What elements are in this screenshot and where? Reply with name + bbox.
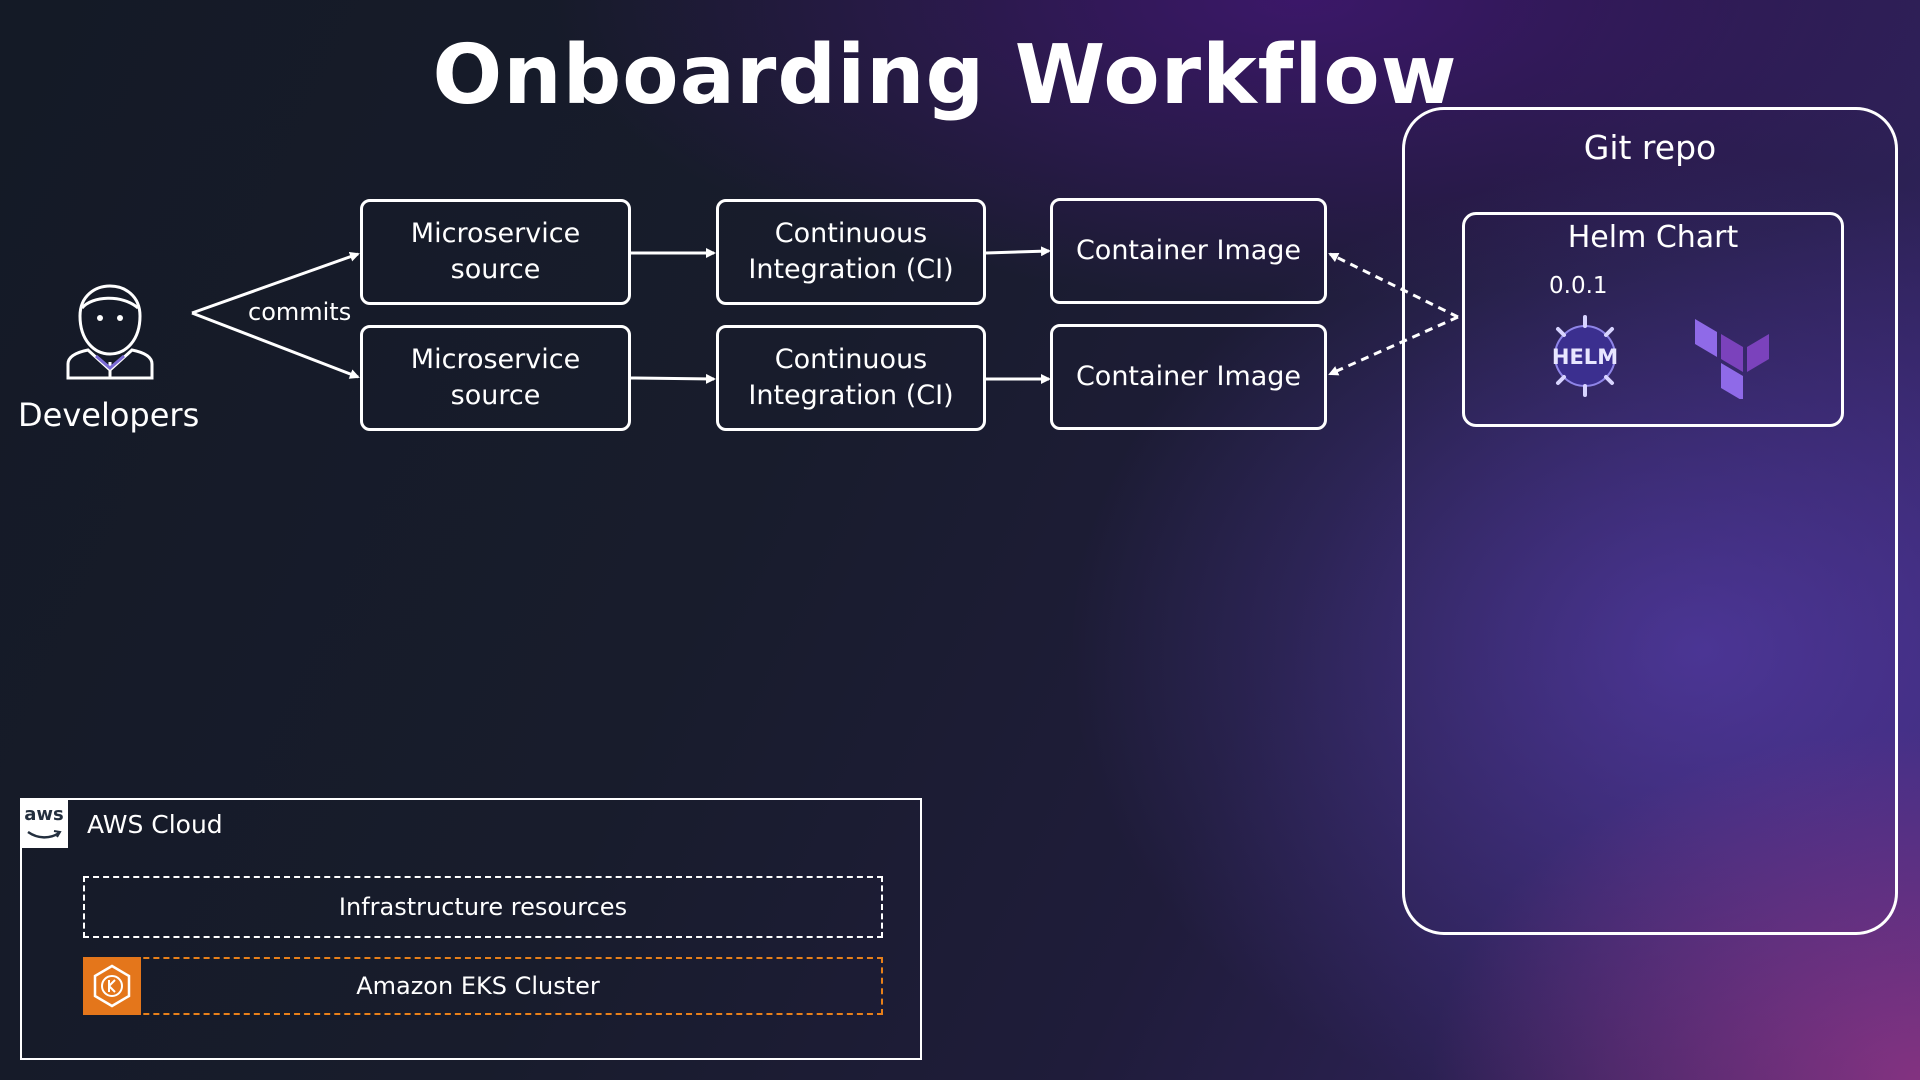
terraform-icon: [1695, 319, 1769, 399]
helm-chart-box: Helm Chart 0.0.1 HELM: [1462, 212, 1844, 427]
page-title: Onboarding Workflow: [432, 28, 1458, 123]
continuous-integration-1: Continuous Integration (CI): [716, 199, 986, 305]
eks-icon: [83, 957, 141, 1015]
aws-cloud-frame: aws AWS Cloud Infrastructure resources A…: [20, 798, 922, 1060]
microservice-source-1-line2: source: [450, 254, 541, 285]
infrastructure-resources-group: Infrastructure resources: [83, 876, 883, 938]
microservice-source-1: Microservice source: [360, 199, 631, 305]
infrastructure-resources-label: Infrastructure resources: [338, 893, 628, 921]
eks-cluster-group: Amazon EKS Cluster: [83, 957, 883, 1015]
container-image-1-label: Container Image: [1075, 235, 1302, 266]
commits-edge-lower: [191, 311, 360, 379]
microservice-source-1-line1: Microservice: [410, 218, 581, 249]
microservice-source-2-line1: Microservice: [410, 344, 581, 375]
helm-ref-arrow-1: [1328, 252, 1459, 319]
helm-chart-version: 0.0.1: [1549, 273, 1608, 299]
commits-label: commits: [248, 298, 352, 326]
continuous-integration-2: Continuous Integration (CI): [716, 325, 986, 431]
container-image-2-label: Container Image: [1075, 361, 1302, 392]
continuous-integration-2-line2: Integration (CI): [748, 380, 954, 411]
eks-cluster-label: Amazon EKS Cluster: [356, 972, 600, 1000]
helm-icon: HELM: [1552, 315, 1618, 397]
helm-logo-text: HELM: [1552, 345, 1618, 369]
helm-ref-arrow-2: [1328, 315, 1459, 376]
aws-logo-text: aws: [24, 804, 64, 825]
developers-label: Developers: [18, 396, 200, 434]
microservice-source-2-line2: source: [450, 380, 541, 411]
git-repo-container: Git repo Helm Chart 0.0.1 HELM: [1402, 107, 1898, 935]
container-image-2: Container Image: [1050, 324, 1327, 430]
aws-smile-icon: [27, 830, 62, 839]
aws-cloud-title: AWS Cloud: [87, 810, 223, 839]
helm-chart-title: Helm Chart: [1567, 220, 1739, 255]
aws-logo-icon: aws: [20, 798, 68, 848]
developer-icon: [66, 284, 154, 380]
continuous-integration-2-line1: Continuous: [774, 344, 928, 375]
continuous-integration-1-line1: Continuous: [774, 218, 928, 249]
continuous-integration-1-line2: Integration (CI): [748, 254, 954, 285]
source-to-ci-arrow-2: [630, 373, 716, 384]
ci-to-image-arrow-1: [985, 246, 1051, 257]
container-image-1: Container Image: [1050, 198, 1327, 304]
eks-hexagon-icon: [93, 964, 131, 1008]
microservice-source-2: Microservice source: [360, 325, 631, 431]
commits-edge-upper: [191, 251, 360, 315]
git-repo-title: Git repo: [1583, 128, 1717, 167]
